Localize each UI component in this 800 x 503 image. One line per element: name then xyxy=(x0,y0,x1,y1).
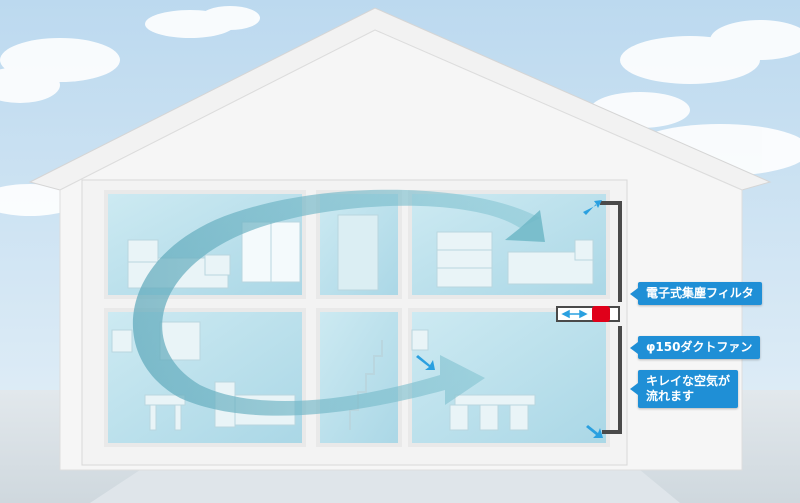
clouds xyxy=(0,6,800,216)
vent-arrow-upper-icon xyxy=(583,200,602,215)
road xyxy=(90,470,680,503)
cabinet-icon xyxy=(111,329,133,353)
room-lower-middle xyxy=(316,308,402,447)
bookshelf-icon xyxy=(436,231,493,288)
airflow-arrow xyxy=(132,189,545,416)
stairs-icon xyxy=(349,340,383,430)
duct-upper xyxy=(600,201,622,302)
fan-arrows xyxy=(561,309,588,319)
filter-callout: 電子式集塵フィルタ xyxy=(630,282,762,305)
clean-air-line2: 流れます xyxy=(646,389,695,403)
duct-lower xyxy=(602,326,622,434)
fan-label: φ150ダクトファン xyxy=(646,340,753,354)
vent-arrow-lower-left-icon xyxy=(416,355,435,370)
vent-arrows xyxy=(416,200,603,438)
clean-air-line1: キレイな空気が xyxy=(646,374,731,388)
clean-air-callout: キレイな空気が 流れます xyxy=(629,370,739,408)
electronic-filter-unit xyxy=(592,306,610,322)
filter-label: 電子式集塵フィルタ xyxy=(646,286,754,300)
vent-arrow-lower-right-icon xyxy=(586,425,603,438)
fan-callout: φ150ダクトファン xyxy=(629,336,761,359)
table-icon xyxy=(454,394,536,406)
